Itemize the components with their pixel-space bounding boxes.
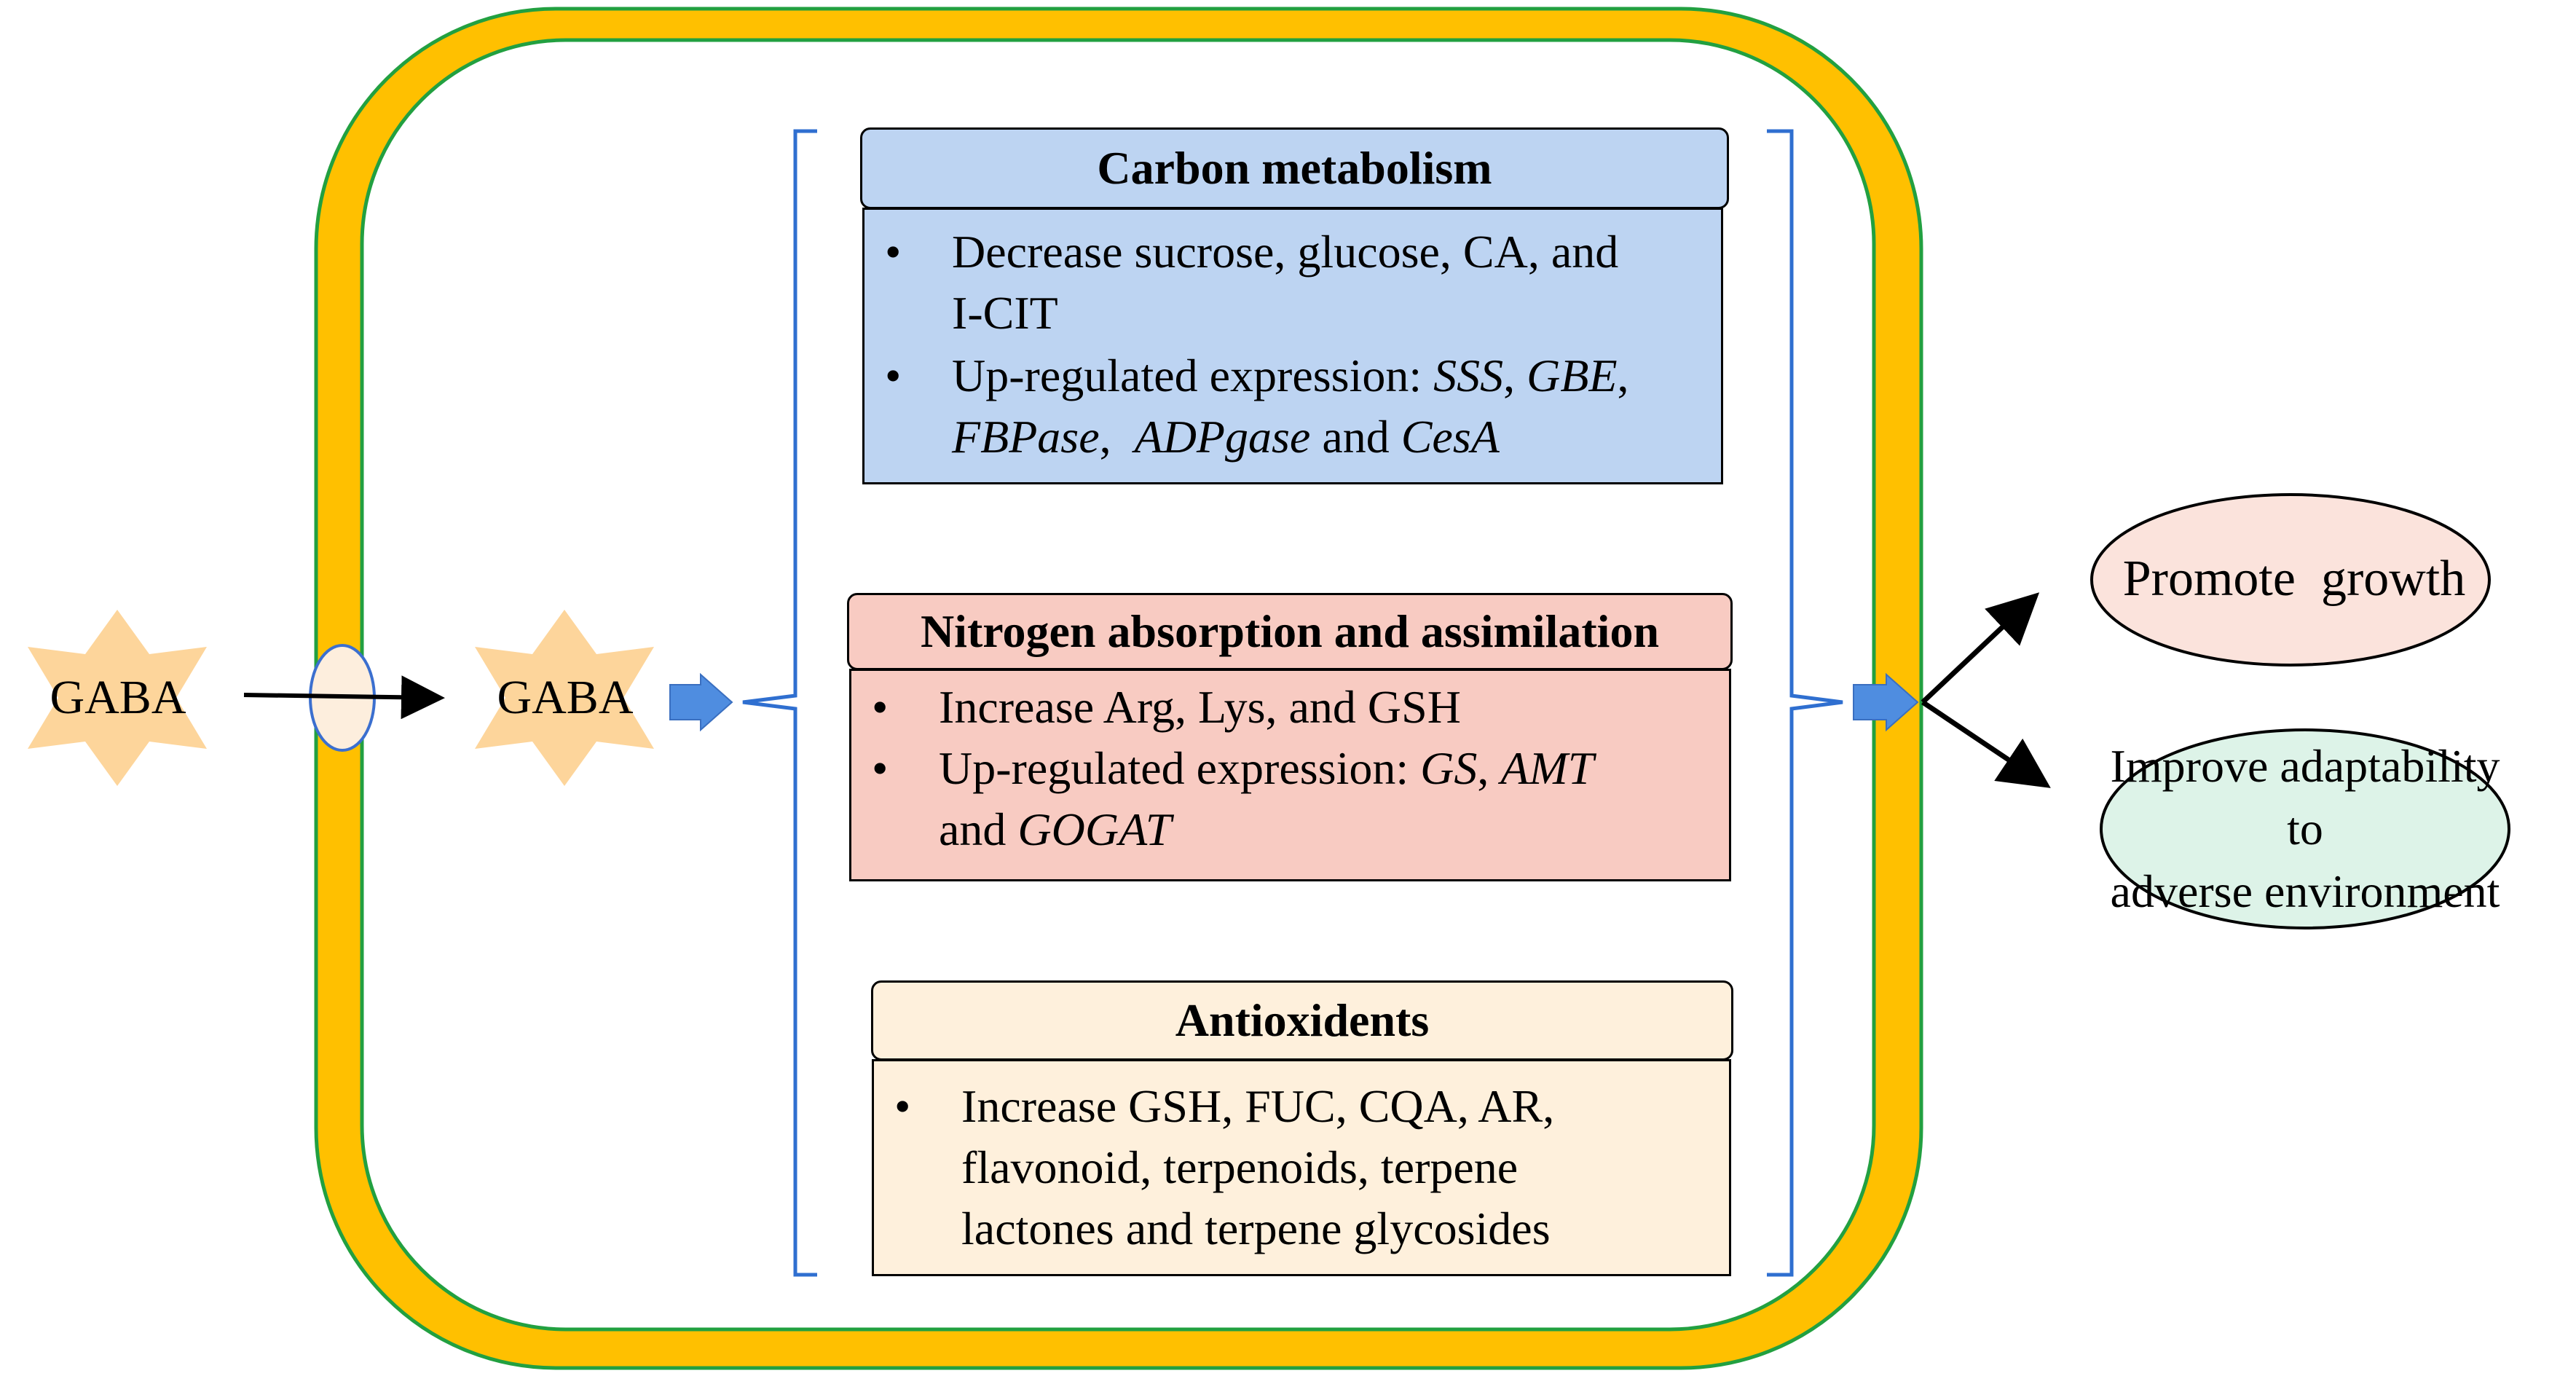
left-bracket [742, 129, 817, 1277]
carbon-bullet-1-line-2: I-CIT [952, 287, 1058, 339]
separator: , [1617, 350, 1629, 401]
growth-ellipse [2090, 493, 2491, 667]
growth-arrow [1921, 592, 2040, 704]
bullet-dot: • [885, 226, 902, 278]
bullet-dot: • [872, 742, 889, 794]
antioxidants-line-1: Increase GSH, FUC, CQA, AR, [961, 1080, 1555, 1132]
carbon-bullet-1: • Decrease sucrose, glucose, CA, and I-C… [864, 221, 1721, 344]
gene-gs: GS [1420, 742, 1478, 794]
adapt-label-line-2: adverse environment [2110, 865, 2500, 917]
adapt-arrow [1921, 700, 2051, 788]
separator: and [939, 803, 1018, 855]
antioxidants-bullet-1: • Increase GSH, FUC, CQA, AR, flavonoid,… [874, 1076, 1729, 1259]
carbon-bullet-1-line-1: Decrease sucrose, glucose, CA, and [952, 226, 1619, 278]
block-arrow-left [669, 672, 733, 732]
nitrogen-bullet-2-line-2: and GOGAT [939, 799, 1729, 860]
carbon-bullet-2-line-1: Up-regulated expression: SSS, GBE, [952, 345, 1721, 406]
antioxidants-body: • Increase GSH, FUC, CQA, AR, flavonoid,… [872, 1059, 1731, 1276]
nitrogen-title: Nitrogen absorption and assimilation [847, 593, 1733, 670]
right-bracket [1767, 129, 1843, 1277]
nitrogen-bullet-2: • Up-regulated expression: GS, AMT and G… [851, 738, 1729, 860]
nitrogen-bullet-2-line-1: Up-regulated expression: GS, AMT [939, 738, 1729, 799]
adapt-label-line-1: Improve adaptability to [2110, 740, 2500, 854]
growth-label: Promote growth [2122, 551, 2466, 607]
carbon-title: Carbon metabolism [860, 127, 1729, 209]
expression-prefix: Up-regulated expression: [939, 742, 1421, 794]
adapt-label: Improve adaptability to adverse environm… [2098, 740, 2513, 917]
bullet-dot: • [872, 681, 889, 733]
expression-prefix: Up-regulated expression: [952, 350, 1434, 401]
bullet-dot: • [894, 1080, 911, 1132]
gaba-inside-label: GABA [497, 671, 634, 724]
gene-adpgase: ADPgase [1134, 411, 1311, 463]
gene-gbe: GBE [1527, 350, 1618, 401]
gene-amt: AMT [1500, 742, 1594, 794]
antioxidants-line-3: lactones and terpene glycosides [961, 1203, 1551, 1254]
separator: and [1310, 411, 1401, 463]
adapt-ellipse [2100, 728, 2510, 929]
antioxidants-title: Antioxidents [871, 980, 1733, 1061]
carbon-bullet-2: • Up-regulated expression: SSS, GBE, FBP… [864, 345, 1721, 468]
uptake-arrow [243, 675, 445, 720]
gene-cesa: CesA [1401, 411, 1500, 463]
gene-gogat: GOGAT [1017, 803, 1172, 855]
gaba-outside-star [28, 610, 207, 786]
separator: , [1503, 350, 1516, 401]
gene-fbpase: FBPase [952, 411, 1100, 463]
antioxidants-line-2: flavonoid, terpenoids, terpene [961, 1141, 1519, 1193]
separator: , [1477, 742, 1489, 794]
carbon-bullet-2-line-2: FBPase, ADPgase and CesA [952, 406, 1721, 468]
gaba-outside-label: GABA [50, 671, 186, 724]
bullet-dot: • [885, 350, 902, 401]
carbon-body: • Decrease sucrose, glucose, CA, and I-C… [862, 208, 1723, 484]
nitrogen-bullet-1: • Increase Arg, Lys, and GSH [851, 677, 1729, 738]
gene-sss: SSS [1433, 350, 1504, 401]
nitrogen-bullet-1-line: Increase Arg, Lys, and GSH [939, 681, 1461, 733]
gaba-inside-star [475, 610, 654, 786]
nitrogen-body: • Increase Arg, Lys, and GSH • Up-regula… [849, 669, 1731, 881]
separator: , [1099, 411, 1111, 463]
block-arrow-right [1853, 672, 1919, 732]
